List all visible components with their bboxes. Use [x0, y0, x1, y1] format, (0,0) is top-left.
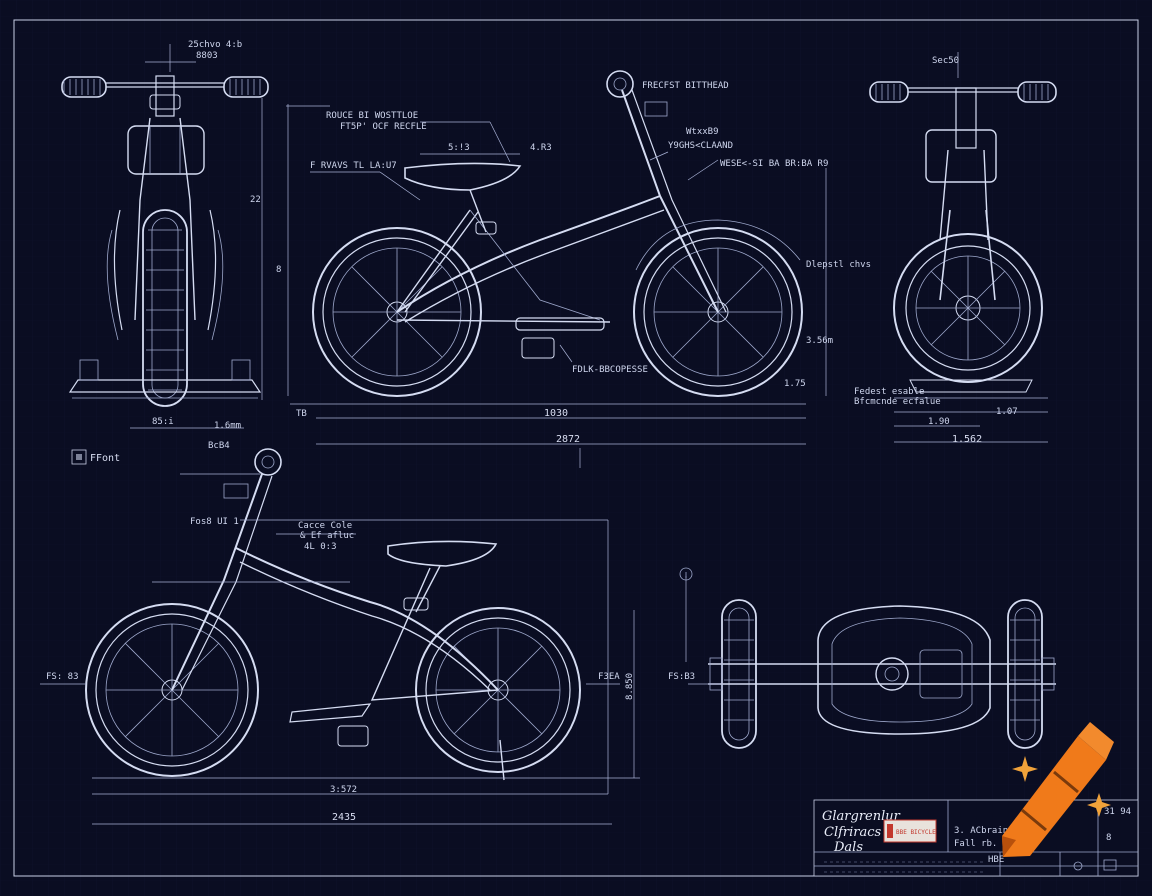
front-view: 25chvo 4:b 8803 22 85:i 1.6mm — [61, 40, 269, 431]
title-line-1: Glargrenlur — [822, 809, 901, 824]
side-small-dim: TB — [296, 409, 307, 419]
persp-note-2-line-3: 4L 0:3 — [304, 542, 337, 552]
persp-height-dim: 8.850 — [625, 673, 635, 700]
persp-left-dim: FS: 83 — [46, 672, 79, 682]
side-dim-a: 5:!3 — [448, 143, 470, 153]
side-top-note: FRECFST BITTHEAD — [642, 81, 729, 91]
side-note-2: F RVAVS TL LA:U7 — [310, 161, 397, 171]
front-bottom-dim-1: 85:i — [152, 417, 174, 427]
front-side-dim: 22 — [250, 195, 261, 205]
title-block: Glargrenlur Clfriracs Dals BBE BICYCLE 3… — [813, 799, 1139, 877]
persp-note-1: Fos8 UI 1 — [190, 517, 239, 527]
side-right-note: Dlepstl chvs — [806, 260, 871, 270]
rear-bottom-dim-3: 1.562 — [952, 434, 982, 445]
persp-top-label: BcB4 — [208, 441, 230, 451]
front-top-label: 25chvo 4:b — [188, 40, 242, 50]
side-view: 8 ROUCE BI WOSTTLOE FT5P' OCF RECFLE F R… — [276, 70, 871, 468]
title-desc-1: 3. ACbraing Al — [954, 826, 1030, 836]
rear-top-label: Sec50 — [932, 56, 959, 66]
rear-note-line-1: Fedest esable — [854, 387, 924, 397]
rear-bottom-dim-1: 1.90 — [928, 417, 950, 427]
rear-bottom-dim-2: 1.07 — [996, 407, 1018, 417]
logo-stamp-text: BBE BICYCLE — [896, 829, 936, 836]
persp-right-dim: F3EA — [598, 672, 620, 682]
title-right-2: 8 — [1106, 833, 1111, 843]
side-left-dim: 8 — [276, 265, 281, 275]
side-note-1-line-1: ROUCE BI WOSTTLOE — [326, 111, 418, 121]
persp-note-2-line-1: Cacce Cole — [298, 521, 352, 531]
persp-note-2-line-2: & Ef afluc — [300, 531, 354, 541]
side-overall-1: 1030 — [544, 408, 568, 419]
title-bottom-code: HBE — [988, 855, 1004, 865]
top-view: FS:B3 — [668, 567, 1056, 749]
front-label: FFont — [90, 453, 120, 464]
title-right-1: 31 94 — [1104, 807, 1131, 817]
title-line-2: Clfriracs — [824, 825, 882, 840]
front-top-sub: 8803 — [196, 51, 218, 61]
perspective-view: BcB4 Fos8 UI 1 Cacce Cole & Ef afluc 4L … — [40, 441, 640, 825]
sheet-border — [13, 19, 1139, 877]
persp-bottom-dim-1: 3:572 — [330, 785, 357, 795]
title-line-3: Dals — [833, 840, 863, 855]
side-dim-b: 4.R3 — [530, 143, 552, 153]
rear-view: Sec50 Fedest esable Bfcmcnde ecfalue 1.0… — [854, 52, 1057, 445]
side-bottom-right-dim: 1.75 — [784, 379, 806, 389]
side-note-3-line-1: WtxxB9 — [686, 127, 719, 137]
crayon-logo-icon — [1002, 722, 1114, 857]
side-note-3-line-2: Y9GHS<CLAAND — [668, 141, 733, 151]
side-overall-2: 2872 — [556, 434, 580, 445]
rear-note-line-2: Bfcmcnde ecfalue — [854, 397, 941, 407]
side-right-dim: 3.56m — [806, 336, 833, 346]
side-pedal-note: FDLK-BBCOPESSE — [572, 365, 648, 375]
top-left-dim: FS:B3 — [668, 672, 695, 682]
persp-bottom-dim-2: 2435 — [332, 812, 356, 823]
front-bottom-dim-2: 1.6mm — [214, 421, 241, 431]
front-label-box — [71, 449, 87, 465]
side-note-1-line-2: FT5P' OCF RECFLE — [340, 122, 427, 132]
side-note-4: WESE<-SI BA BR:BA R9 — [720, 159, 828, 169]
logo-stamp — [883, 819, 937, 843]
title-desc-2: Fall rb. Bosb — [954, 839, 1024, 849]
